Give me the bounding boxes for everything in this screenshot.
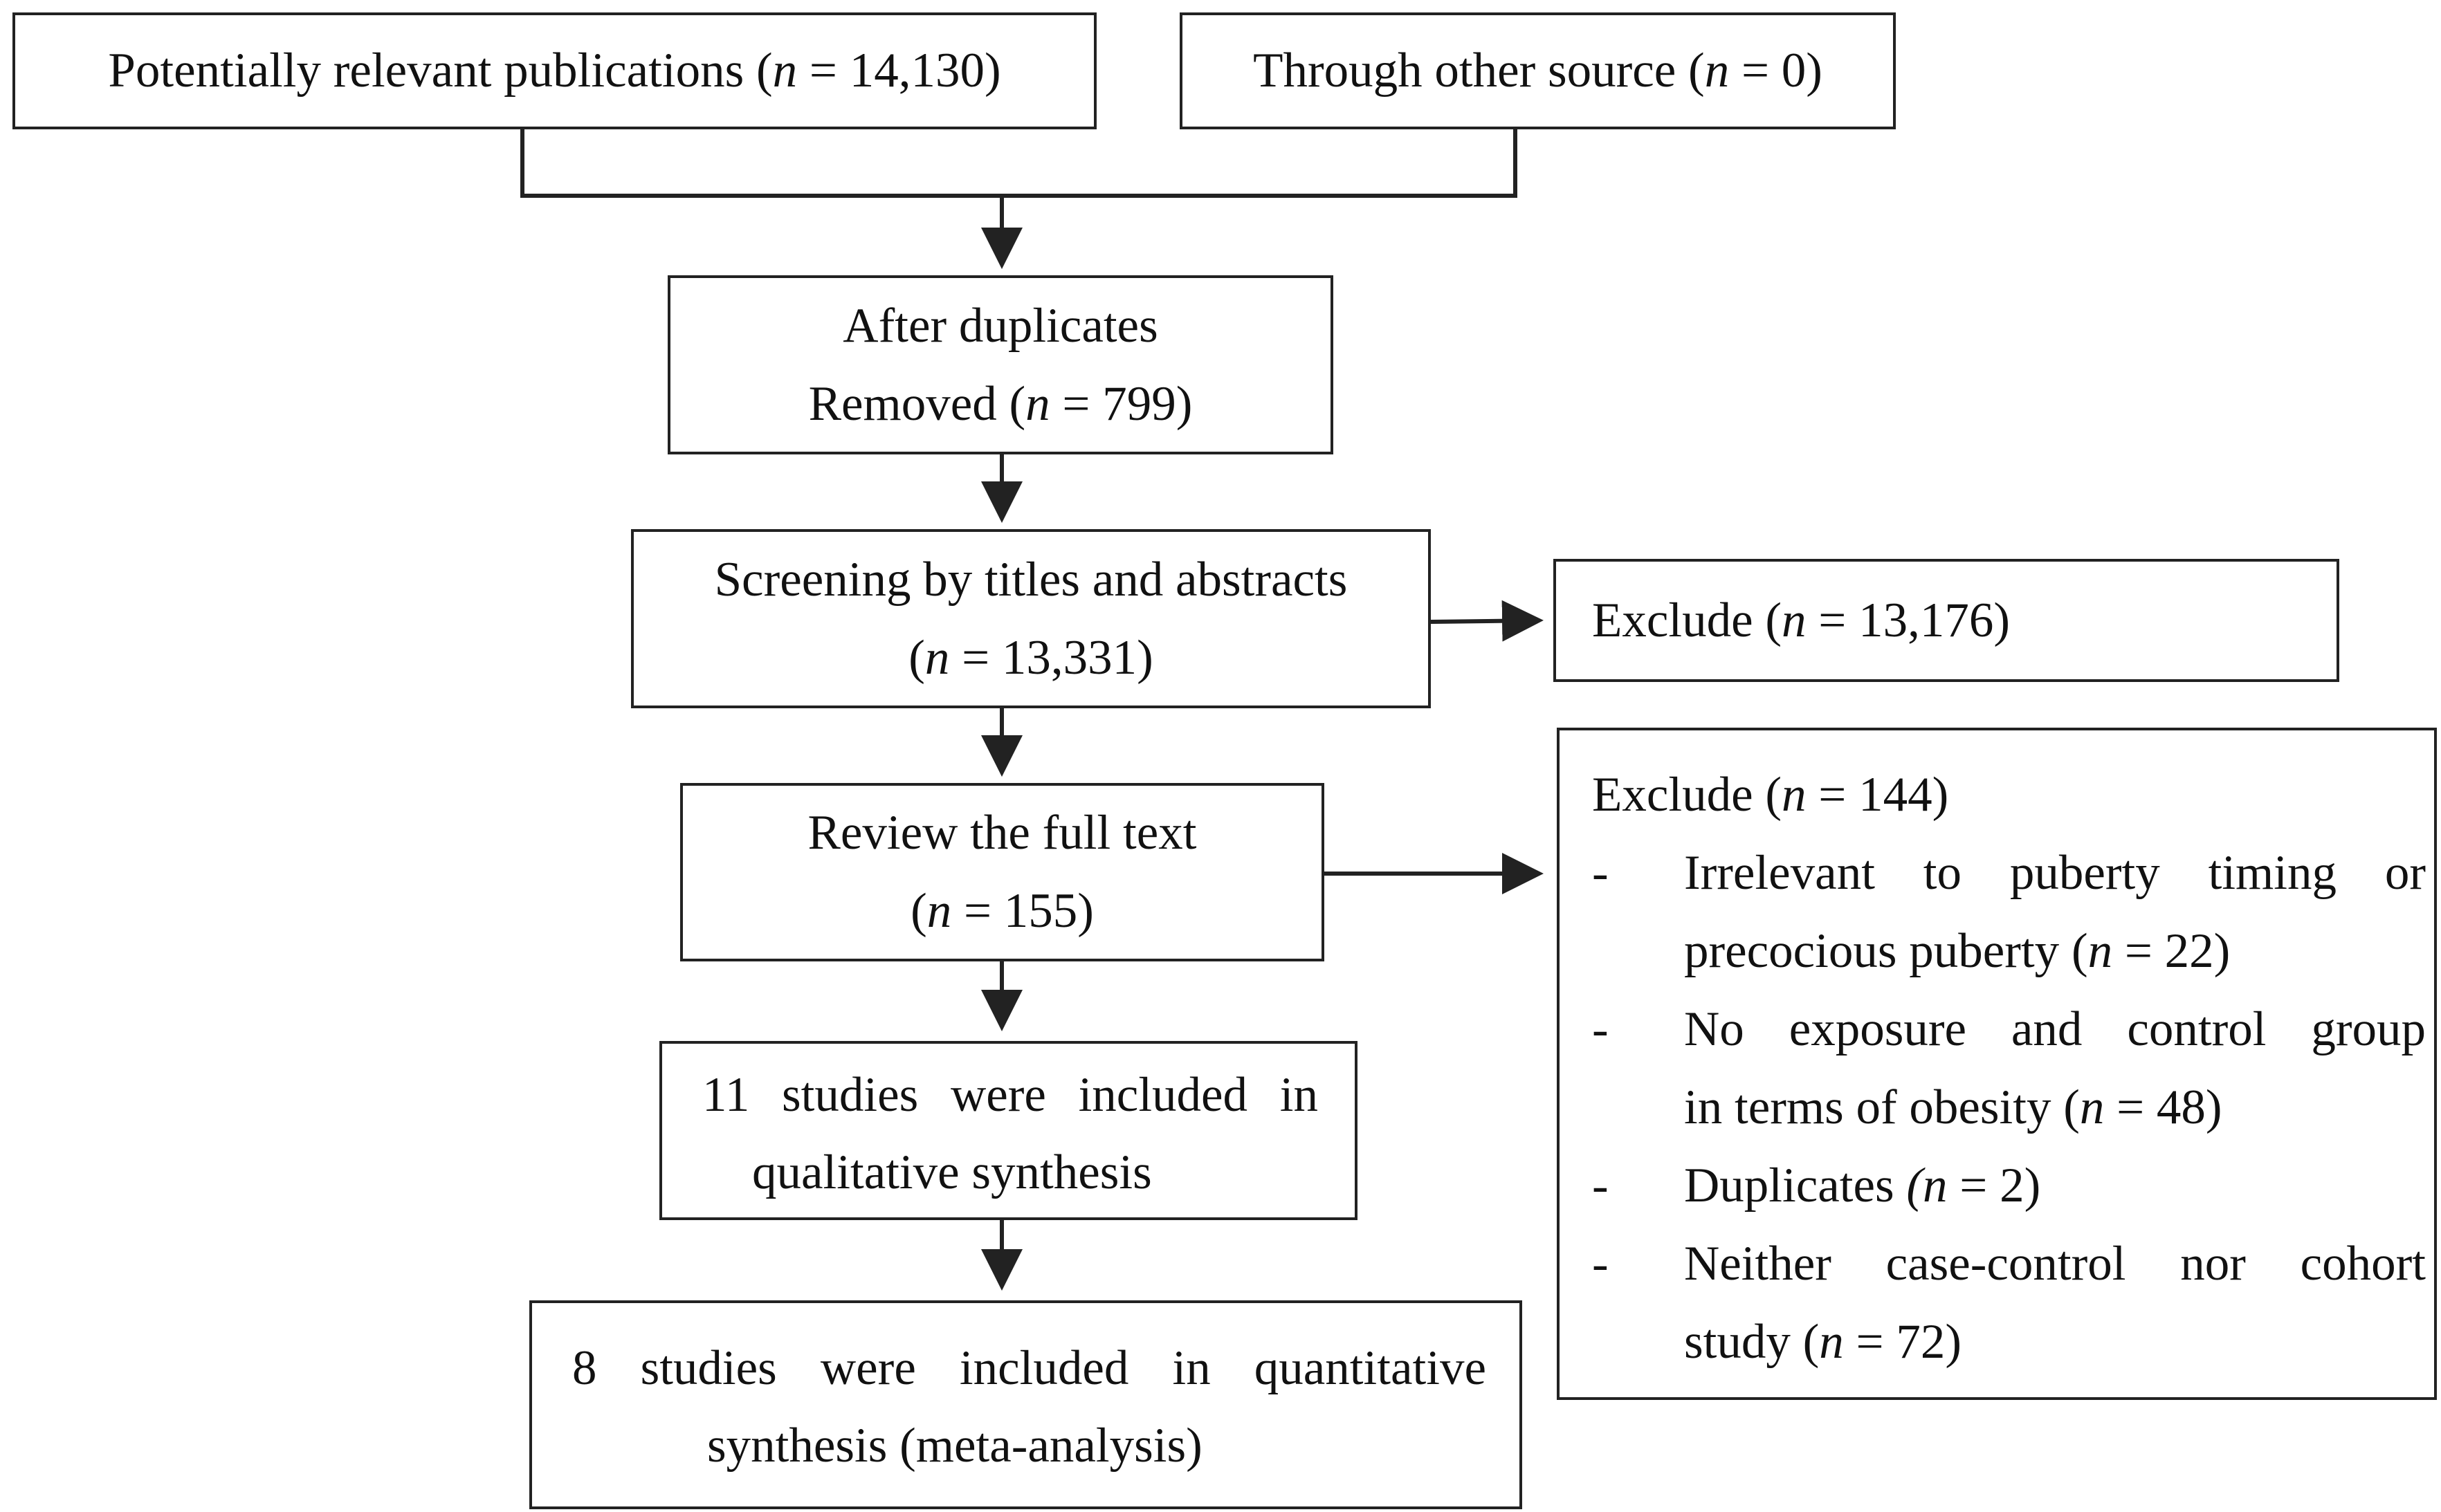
other-source-count: 0 — [1781, 44, 1807, 98]
merge-connector — [520, 129, 1517, 198]
exclusion-reason-line1: No exposure and control group — [1684, 990, 2426, 1069]
bullet-dash: - — [1592, 1237, 1609, 1291]
full-text-box: Review the full text (n = 155) — [680, 783, 1324, 961]
screening-count: 13,331 — [1001, 630, 1137, 685]
exclusion-reason-item: - Duplicates (n = 2) — [1592, 1147, 2426, 1225]
n-symbol: n — [2079, 1080, 2105, 1134]
quantitative-word: were — [820, 1341, 916, 1395]
potential-publications-box: Potentially relevant publications (n = 1… — [12, 12, 1097, 129]
exclusion-reason-line2: in terms of obesity (n = 48) — [1684, 1080, 2222, 1134]
exclusion-reason-count: 2 — [2000, 1159, 2024, 1213]
exclude-full-text-label: Exclude — [1592, 768, 1753, 822]
n-symbol: n — [926, 884, 952, 938]
bullet-dash: - — [1592, 1159, 1609, 1213]
full-text-count: 155 — [1003, 884, 1078, 938]
exclusion-reason-word: and — [2011, 1002, 2083, 1056]
exclusion-reason-text: precocious puberty — [1684, 924, 2060, 978]
qualitative-word: 11 — [702, 1068, 750, 1122]
qualitative-box: 11 studies were included in qualitative synt… — [659, 1041, 1357, 1220]
quantitative-word: 8 — [572, 1341, 597, 1395]
bullet-dash: - — [1592, 846, 1609, 900]
exclusion-reason-word: case-control — [1885, 1237, 2126, 1291]
qualitative-word: studies — [782, 1068, 919, 1122]
other-source-box: Through other source (n = 0) — [1180, 12, 1896, 129]
full-text-label: Review the full text — [807, 806, 1197, 860]
exclusion-reason-word: Irrelevant — [1684, 846, 1875, 900]
exclude-full-text-heading: Exclude (n = 144) — [1592, 768, 1949, 822]
full-text-count-line: (n = 155) — [911, 884, 1094, 938]
exclusion-reason-word: or — [2384, 846, 2426, 900]
after-duplicates-line1: After duplicates — [843, 298, 1158, 353]
exclusion-reason-text: Duplicates — [1684, 1159, 1894, 1213]
n-symbol: n — [2087, 924, 2113, 978]
exclusion-reason-line1: Duplicates (n = 2) — [1684, 1159, 2041, 1213]
exclude-screening-label: Exclude — [1592, 593, 1753, 647]
exclusion-reasons-list: - Irrelevant to puberty timing or precocious p… — [1592, 834, 2426, 1381]
exclude-screening-text: Exclude (n = 13,176) — [1592, 593, 2010, 647]
exclusion-reason-line2: study (n = 72) — [1684, 1315, 1962, 1369]
exclusion-reason-word: control — [2127, 1002, 2267, 1056]
exclusion-reason-count: 48 — [2156, 1080, 2206, 1134]
qualitative-word: in — [1279, 1068, 1318, 1122]
n-symbol: n — [1782, 593, 1807, 647]
exclusion-reason-item: - Irrelevant to puberty timing or precocious p… — [1592, 834, 2426, 990]
exclusion-reason-item: - No exposure and control group in terms of ob… — [1592, 990, 2426, 1147]
quantitative-line2: synthesis (meta-analysis) — [707, 1419, 1203, 1473]
bullet-dash: - — [1592, 1002, 1609, 1056]
screening-count-line: (n = 13,331) — [908, 630, 1153, 685]
exclusion-reason-count: 72 — [1896, 1315, 1946, 1369]
qualitative-line1: 11 studies were included in — [702, 1056, 1318, 1134]
potential-publications-text: Potentially relevant publications (n = 1… — [108, 44, 1001, 98]
exclude-full-text-count: 144 — [1858, 768, 1932, 822]
exclusion-reason-text: study — [1684, 1315, 1791, 1369]
arrow-to-exclude-screening — [1430, 600, 1544, 642]
exclusion-reason-word: exposure — [1789, 1002, 1966, 1056]
after-duplicates-line2: Removed (n = 799) — [808, 376, 1193, 431]
exclusion-reason-line2: precocious puberty (n = 22) — [1684, 924, 2231, 978]
exclusion-reason-word: cohort — [2300, 1237, 2426, 1291]
exclusion-reason-line1: Neither case-control nor cohort — [1684, 1225, 2426, 1303]
exclusion-reason-count: 22 — [2164, 924, 2214, 978]
exclusion-reason-word: No — [1684, 1002, 1744, 1056]
quantitative-word: studies — [640, 1341, 777, 1395]
other-source-label: Through other source — [1253, 44, 1676, 98]
exclusion-reason-word: Neither — [1684, 1237, 1831, 1291]
screening-box: Screening by titles and abstracts (n = 1… — [631, 529, 1431, 708]
n-symbol: n — [772, 44, 798, 98]
n-symbol: n — [1923, 1159, 1948, 1213]
qualitative-word: were — [950, 1068, 1046, 1122]
exclusion-reason-word: timing — [2208, 846, 2337, 900]
exclusion-reason-word: group — [2311, 1002, 2426, 1056]
quantitative-word: included — [959, 1341, 1129, 1395]
exclusion-reason-line1: Irrelevant to puberty timing or — [1684, 834, 2426, 912]
potential-label: Potentially relevant publications — [108, 44, 744, 98]
quantitative-word: quantitative — [1254, 1341, 1486, 1395]
exclude-screening-count: 13,176 — [1858, 593, 1994, 647]
n-symbol: n — [1025, 376, 1050, 431]
potential-count: 14,130 — [849, 44, 985, 98]
screening-label: Screening by titles and abstracts — [714, 552, 1348, 607]
n-symbol-paren: (n — [1906, 1159, 1948, 1213]
quantitative-line1: 8 studies were included in quantitative — [572, 1329, 1486, 1408]
quantitative-word: in — [1172, 1341, 1211, 1395]
exclusion-reason-word: nor — [2180, 1237, 2246, 1291]
n-symbol: n — [1704, 44, 1730, 98]
exclusion-reason-text: in terms of obesity — [1684, 1080, 2051, 1134]
after-duplicates-box: After duplicates Removed (n = 799) — [668, 275, 1333, 454]
qualitative-line2: qualitative synthesis — [752, 1145, 1152, 1199]
after-duplicates-count: 799 — [1102, 376, 1176, 431]
qualitative-word: included — [1078, 1068, 1248, 1122]
exclude-screening-box: Exclude (n = 13,176) — [1553, 559, 2339, 682]
exclusion-reason-word: puberty — [2009, 846, 2160, 900]
n-symbol: n — [1819, 1315, 1844, 1369]
exclusion-reason-item: - Neither case-control nor cohort study (n = … — [1592, 1225, 2426, 1381]
quantitative-box: 8 studies were included in quantitative synth… — [529, 1300, 1522, 1509]
n-symbol: n — [1782, 768, 1807, 822]
n-symbol: n — [924, 630, 950, 685]
other-source-text: Through other source (n = 0) — [1253, 44, 1822, 98]
exclusion-reason-word: to — [1923, 846, 1962, 900]
exclude-full-text-box: Exclude (n = 144) - Irrelevant to puberty ti… — [1557, 728, 2437, 1400]
after-duplicates-label: Removed — [808, 376, 997, 431]
